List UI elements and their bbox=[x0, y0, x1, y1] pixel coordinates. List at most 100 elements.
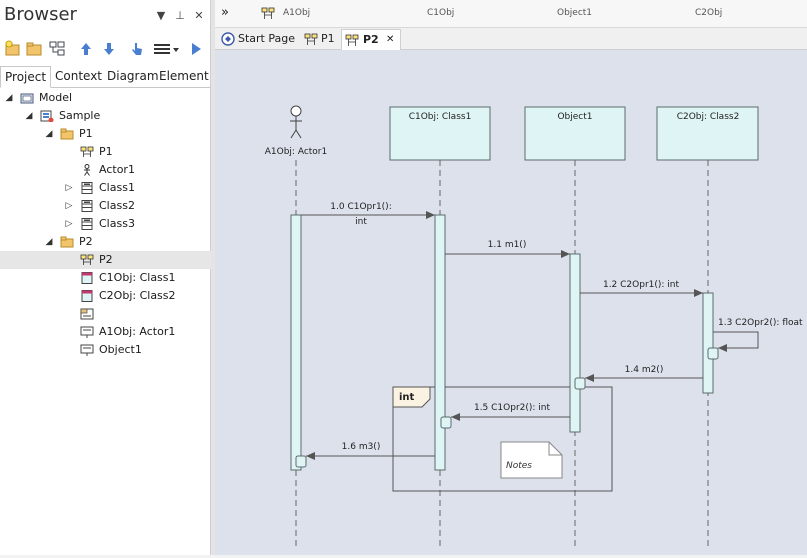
pin-icon[interactable]: ⊥ bbox=[175, 9, 185, 22]
message-1-2[interactable]: 1.2 C2Opr1(): int bbox=[580, 280, 703, 297]
tree-item[interactable]: ◢Sample bbox=[0, 107, 211, 125]
object-icon bbox=[80, 344, 94, 356]
sequence-diagram: A1Obj: Actor1 C1Obj: Class1 Object1 C2Ob… bbox=[265, 105, 803, 550]
expand-toggle[interactable]: » bbox=[221, 5, 229, 20]
tree-item[interactable]: C1Obj: Class1 bbox=[0, 269, 211, 287]
diagram-icon bbox=[304, 33, 318, 45]
diagram-icon bbox=[80, 146, 94, 158]
folder-icon bbox=[60, 128, 74, 140]
note[interactable]: Notes bbox=[500, 441, 563, 479]
activation-bar[interactable] bbox=[702, 292, 714, 394]
message-1-0[interactable]: 1.0 C1Opr1(): int bbox=[301, 202, 435, 227]
tab-context[interactable]: Context bbox=[55, 69, 103, 83]
combined-fragment[interactable]: int bbox=[392, 386, 613, 492]
move-up-icon[interactable] bbox=[77, 40, 95, 58]
new-package-icon[interactable] bbox=[4, 40, 22, 58]
message-1-3[interactable]: 1.3 C2Opr2(): float bbox=[713, 318, 803, 352]
move-down-icon[interactable] bbox=[100, 40, 118, 58]
message-1-5[interactable]: 1.5 C1Opr2(): int bbox=[451, 403, 570, 421]
tree-item[interactable] bbox=[0, 305, 211, 323]
model-icon bbox=[20, 92, 34, 104]
tree-item[interactable]: ▷ Class2 bbox=[0, 197, 211, 215]
tree-item[interactable]: ◢ Model bbox=[0, 89, 211, 107]
diagram-canvas[interactable]: A1Obj: Actor1 C1Obj: Class1 Object1 C2Ob… bbox=[215, 50, 807, 555]
locate-icon[interactable] bbox=[128, 40, 146, 58]
tree-item[interactable]: Actor1 bbox=[0, 161, 211, 179]
fragment-icon bbox=[80, 308, 94, 320]
instance-icon bbox=[80, 290, 94, 302]
tree-item[interactable]: ▷ Class3 bbox=[0, 215, 211, 233]
panel-splitter[interactable] bbox=[211, 0, 215, 555]
svg-text:1.1 m1(): 1.1 m1() bbox=[488, 240, 527, 250]
svg-text:1.6 m3(): 1.6 m3() bbox=[342, 442, 381, 452]
tab-diagram[interactable]: Diagram bbox=[107, 69, 159, 83]
tree-item[interactable]: A1Obj: Actor1 bbox=[0, 323, 211, 341]
sequence-diagram-icon bbox=[261, 7, 275, 19]
header-lifeline-label: Object1 bbox=[557, 8, 593, 18]
new-diagram-icon[interactable] bbox=[48, 40, 66, 58]
collapse-icon[interactable]: ◢ bbox=[45, 237, 53, 247]
tab-project[interactable]: Project bbox=[0, 66, 52, 88]
activation-bar[interactable] bbox=[569, 253, 581, 433]
close-icon[interactable]: ✕ bbox=[194, 9, 204, 22]
lifeline-c1obj[interactable]: C1Obj: Class1 bbox=[389, 106, 491, 161]
lifeline-object1[interactable]: Object1 bbox=[524, 106, 626, 161]
activation-bar[interactable] bbox=[440, 416, 452, 429]
folder-icon bbox=[60, 236, 74, 248]
menu-icon[interactable] bbox=[152, 40, 180, 58]
message-1-6[interactable]: 1.6 m3() bbox=[306, 442, 435, 460]
message-1-4[interactable]: 1.4 m2() bbox=[585, 365, 703, 382]
activation-bar[interactable] bbox=[295, 455, 307, 468]
message-1-1[interactable]: 1.1 m1() bbox=[445, 240, 570, 258]
tree-item-label: Class2 bbox=[99, 199, 135, 212]
expand-icon[interactable]: ▷ bbox=[65, 201, 73, 211]
tree-item[interactable]: P2 bbox=[0, 251, 211, 269]
object-icon bbox=[80, 326, 94, 338]
svg-text:1.3 C2Opr2(): float: 1.3 C2Opr2(): float bbox=[718, 318, 803, 328]
package-icon bbox=[40, 110, 54, 123]
open-folder-icon[interactable] bbox=[25, 40, 43, 58]
collapse-icon[interactable]: ◢ bbox=[45, 129, 53, 139]
lifeline-c2obj[interactable]: C2Obj: Class2 bbox=[656, 106, 759, 161]
tree-item[interactable]: Object1 bbox=[0, 341, 211, 359]
expand-icon[interactable]: ▷ bbox=[65, 183, 73, 193]
activation-bar[interactable] bbox=[434, 214, 446, 471]
class-icon bbox=[80, 218, 94, 230]
collapse-icon[interactable]: ◢ bbox=[25, 111, 33, 121]
tree-item-label: P1 bbox=[79, 127, 93, 140]
play-icon[interactable] bbox=[187, 40, 205, 58]
actor-label: A1Obj: Actor1 bbox=[265, 147, 327, 157]
tree-item[interactable]: P1 bbox=[0, 143, 211, 161]
tree-item-label: A1Obj: Actor1 bbox=[99, 325, 176, 338]
actor-icon bbox=[80, 164, 94, 176]
actor-figure[interactable] bbox=[290, 105, 302, 139]
tab-element[interactable]: Element bbox=[159, 69, 209, 83]
tree-item[interactable]: ▷Class1 bbox=[0, 179, 211, 197]
expand-icon[interactable]: ▷ bbox=[65, 219, 73, 229]
collapse-icon[interactable]: ◢ bbox=[5, 93, 13, 103]
tree-item[interactable]: C2Obj: Class2 bbox=[0, 287, 211, 305]
tree-item-label: Class3 bbox=[99, 217, 135, 230]
tree-item[interactable]: ◢ P1 bbox=[0, 125, 211, 143]
browser-title: Browser bbox=[4, 4, 77, 25]
activation-bar[interactable] bbox=[574, 377, 586, 390]
tree-item-label: P2 bbox=[99, 253, 113, 266]
header-lifeline-label: C2Obj bbox=[695, 8, 723, 18]
tree-item[interactable]: ◢P2 bbox=[0, 233, 211, 251]
tree-item-label: Object1 bbox=[99, 343, 142, 356]
tab-start-page[interactable]: Start Page bbox=[219, 29, 299, 50]
diagram-icon bbox=[80, 254, 94, 266]
lifeline-label: Object1 bbox=[557, 112, 592, 122]
tree-item-label: Model bbox=[39, 91, 73, 104]
close-tab-icon[interactable]: ✕ bbox=[386, 34, 395, 45]
diagram-icon bbox=[345, 34, 359, 46]
document-tabs: Start Page P1 P2 ✕ bbox=[215, 28, 807, 50]
dropdown-icon[interactable]: ▼ bbox=[156, 9, 166, 22]
class-icon bbox=[80, 182, 94, 194]
note-label: Notes bbox=[506, 461, 532, 471]
tab-p1[interactable]: P1 bbox=[303, 29, 339, 50]
lifeline-label: C1Obj: Class1 bbox=[409, 112, 472, 122]
activation-bar[interactable] bbox=[290, 214, 302, 471]
tab-p2[interactable]: P2 ✕ bbox=[341, 29, 401, 50]
activation-bar[interactable] bbox=[707, 347, 719, 360]
